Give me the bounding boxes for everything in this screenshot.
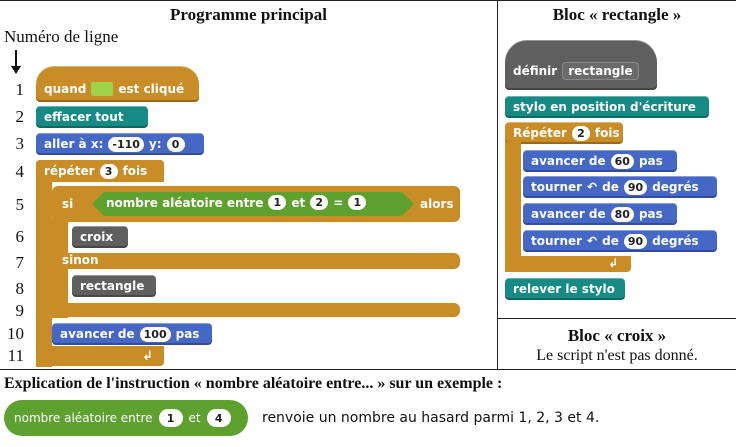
- example-random-reporter[interactable]: nombre aléatoire entre 1 et 4: [4, 400, 248, 436]
- croix-note: Le script n'est pas donné.: [498, 347, 736, 365]
- croix-call-block[interactable]: croix: [72, 226, 128, 248]
- rect-forward1-block[interactable]: avancer de 60 pas: [523, 150, 677, 172]
- else-bar: [52, 253, 460, 269]
- clicked-label: est cliqué: [118, 82, 184, 96]
- pen-down-block[interactable]: stylo en position d'écriture: [505, 96, 709, 118]
- example-random-label: nombre aléatoire entre: [14, 411, 153, 425]
- rectangle-label: rectangle: [80, 279, 144, 293]
- forward-label: avancer de: [60, 327, 135, 341]
- goto-x-input[interactable]: -110: [108, 137, 144, 152]
- example-min-input[interactable]: 1: [159, 409, 183, 427]
- repeat-suffix: fois: [123, 164, 148, 178]
- repeat-label: répéter: [44, 164, 95, 178]
- divider-right-top: [497, 0, 736, 1]
- else-label: sinon: [62, 253, 99, 267]
- rect-forward2-unit: pas: [639, 207, 663, 221]
- rect-forward1-input[interactable]: 60: [611, 154, 634, 169]
- forward-value-input[interactable]: 100: [140, 327, 171, 342]
- explanation-title: Explication de l'instruction « nombre al…: [4, 375, 502, 393]
- line-number: 5: [0, 195, 24, 215]
- line-number: 4: [0, 162, 24, 182]
- compare-value-input[interactable]: 1: [348, 195, 366, 210]
- repeat-count-input[interactable]: 3: [100, 164, 118, 179]
- explanation-text: renvoie un nombre au hasard parmi 1, 2, …: [262, 410, 599, 426]
- arrow-head-icon: [11, 66, 21, 74]
- rect-turn1-unit: degrés: [652, 180, 699, 194]
- if-label: si: [62, 197, 73, 211]
- pen-down-label: stylo en position d'écriture: [513, 100, 696, 114]
- random-label: nombre aléatoire entre: [106, 196, 263, 210]
- define-label: définir: [513, 64, 557, 78]
- rect-repeat-suffix: fois: [595, 126, 620, 140]
- rect-forward2-block[interactable]: avancer de 80 pas: [523, 203, 677, 225]
- clear-label: effacer tout: [44, 110, 124, 124]
- pen-up-label: relever le stylo: [513, 282, 615, 296]
- goto-label: aller à x:: [44, 137, 103, 151]
- turn-left-icon: ↶: [587, 180, 597, 194]
- rect-forward1-label: avancer de: [531, 154, 606, 168]
- line-number: 8: [0, 279, 24, 299]
- when-label: quand: [44, 82, 86, 96]
- pen-up-block[interactable]: relever le stylo: [505, 278, 625, 300]
- rect-turn2-block[interactable]: tourner ↶ de 90 degrés: [523, 230, 717, 252]
- rect-forward1-unit: pas: [639, 154, 663, 168]
- rect-turn1-input[interactable]: 90: [624, 180, 647, 195]
- goto-xy-block[interactable]: aller à x: -110 y: 0: [36, 133, 204, 155]
- repeat-arm: [36, 180, 52, 367]
- random-reporter[interactable]: nombre aléatoire entre 1 et 2 = 1: [106, 195, 366, 210]
- line-number: 6: [0, 227, 24, 247]
- then-label: alors: [420, 197, 454, 211]
- goto-y-input[interactable]: 0: [167, 137, 185, 152]
- example-max-input[interactable]: 4: [207, 409, 231, 427]
- random-max-input[interactable]: 2: [310, 195, 328, 210]
- rect-turn1-label: tourner: [531, 180, 582, 194]
- loop-arrow-icon: ↲: [142, 349, 153, 364]
- rect-repeat-count-input[interactable]: 2: [572, 126, 590, 141]
- rect-turn2-label: tourner: [531, 234, 582, 248]
- define-rectangle-block[interactable]: définir rectangle: [505, 40, 657, 90]
- clear-block[interactable]: effacer tout: [36, 106, 148, 128]
- rect-forward2-label: avancer de: [531, 207, 606, 221]
- define-name: rectangle: [562, 62, 638, 80]
- rect-turn2-input[interactable]: 90: [624, 234, 647, 249]
- rect-repeat-arm: [505, 142, 521, 272]
- random-and: et: [291, 196, 305, 210]
- line-number: 1: [0, 80, 24, 100]
- divider-horizontal: [0, 369, 736, 370]
- if-else-footer: [52, 303, 460, 317]
- line-number: 7: [0, 253, 24, 273]
- rect-turn1-block[interactable]: tourner ↶ de 90 degrés: [523, 176, 717, 198]
- croix-block-title: Bloc « croix »: [498, 326, 736, 346]
- line-number: 2: [0, 107, 24, 127]
- line-number: 3: [0, 134, 24, 154]
- line-number: 11: [0, 346, 24, 366]
- forward-block[interactable]: avancer de 100 pas: [52, 323, 212, 345]
- random-min-input[interactable]: 1: [268, 195, 286, 210]
- line-number: 10: [0, 324, 24, 344]
- line-number: 9: [0, 301, 24, 321]
- turn-left-icon: ↶: [587, 234, 597, 248]
- rect-block-title: Bloc « rectangle »: [498, 5, 736, 25]
- example-and: et: [189, 411, 201, 425]
- rect-forward2-input[interactable]: 80: [611, 207, 634, 222]
- rect-turn2-unit: degrés: [652, 234, 699, 248]
- rect-repeat-header[interactable]: Répéter 2 fois: [505, 122, 623, 144]
- rect-repeat-label: Répéter: [513, 126, 567, 140]
- repeat-header[interactable]: répéter 3 fois: [36, 160, 164, 182]
- croix-label: croix: [80, 230, 113, 244]
- divider-right-mid: [497, 318, 736, 319]
- green-flag-icon: [91, 82, 113, 96]
- line-number-label: Numéro de ligne: [4, 27, 118, 47]
- main-title: Programme principal: [0, 5, 497, 25]
- forward-unit: pas: [176, 327, 200, 341]
- rect-turn2-de: de: [602, 234, 619, 248]
- divider-vertical: [497, 0, 498, 369]
- when-flag-clicked-block[interactable]: quand est cliqué: [36, 66, 199, 102]
- goto-y-label: y:: [149, 137, 162, 151]
- rectangle-call-block[interactable]: rectangle: [72, 275, 156, 297]
- rect-turn1-de: de: [602, 180, 619, 194]
- rect-loop-arrow-icon: ↲: [608, 256, 618, 270]
- equals-sign: =: [333, 196, 343, 210]
